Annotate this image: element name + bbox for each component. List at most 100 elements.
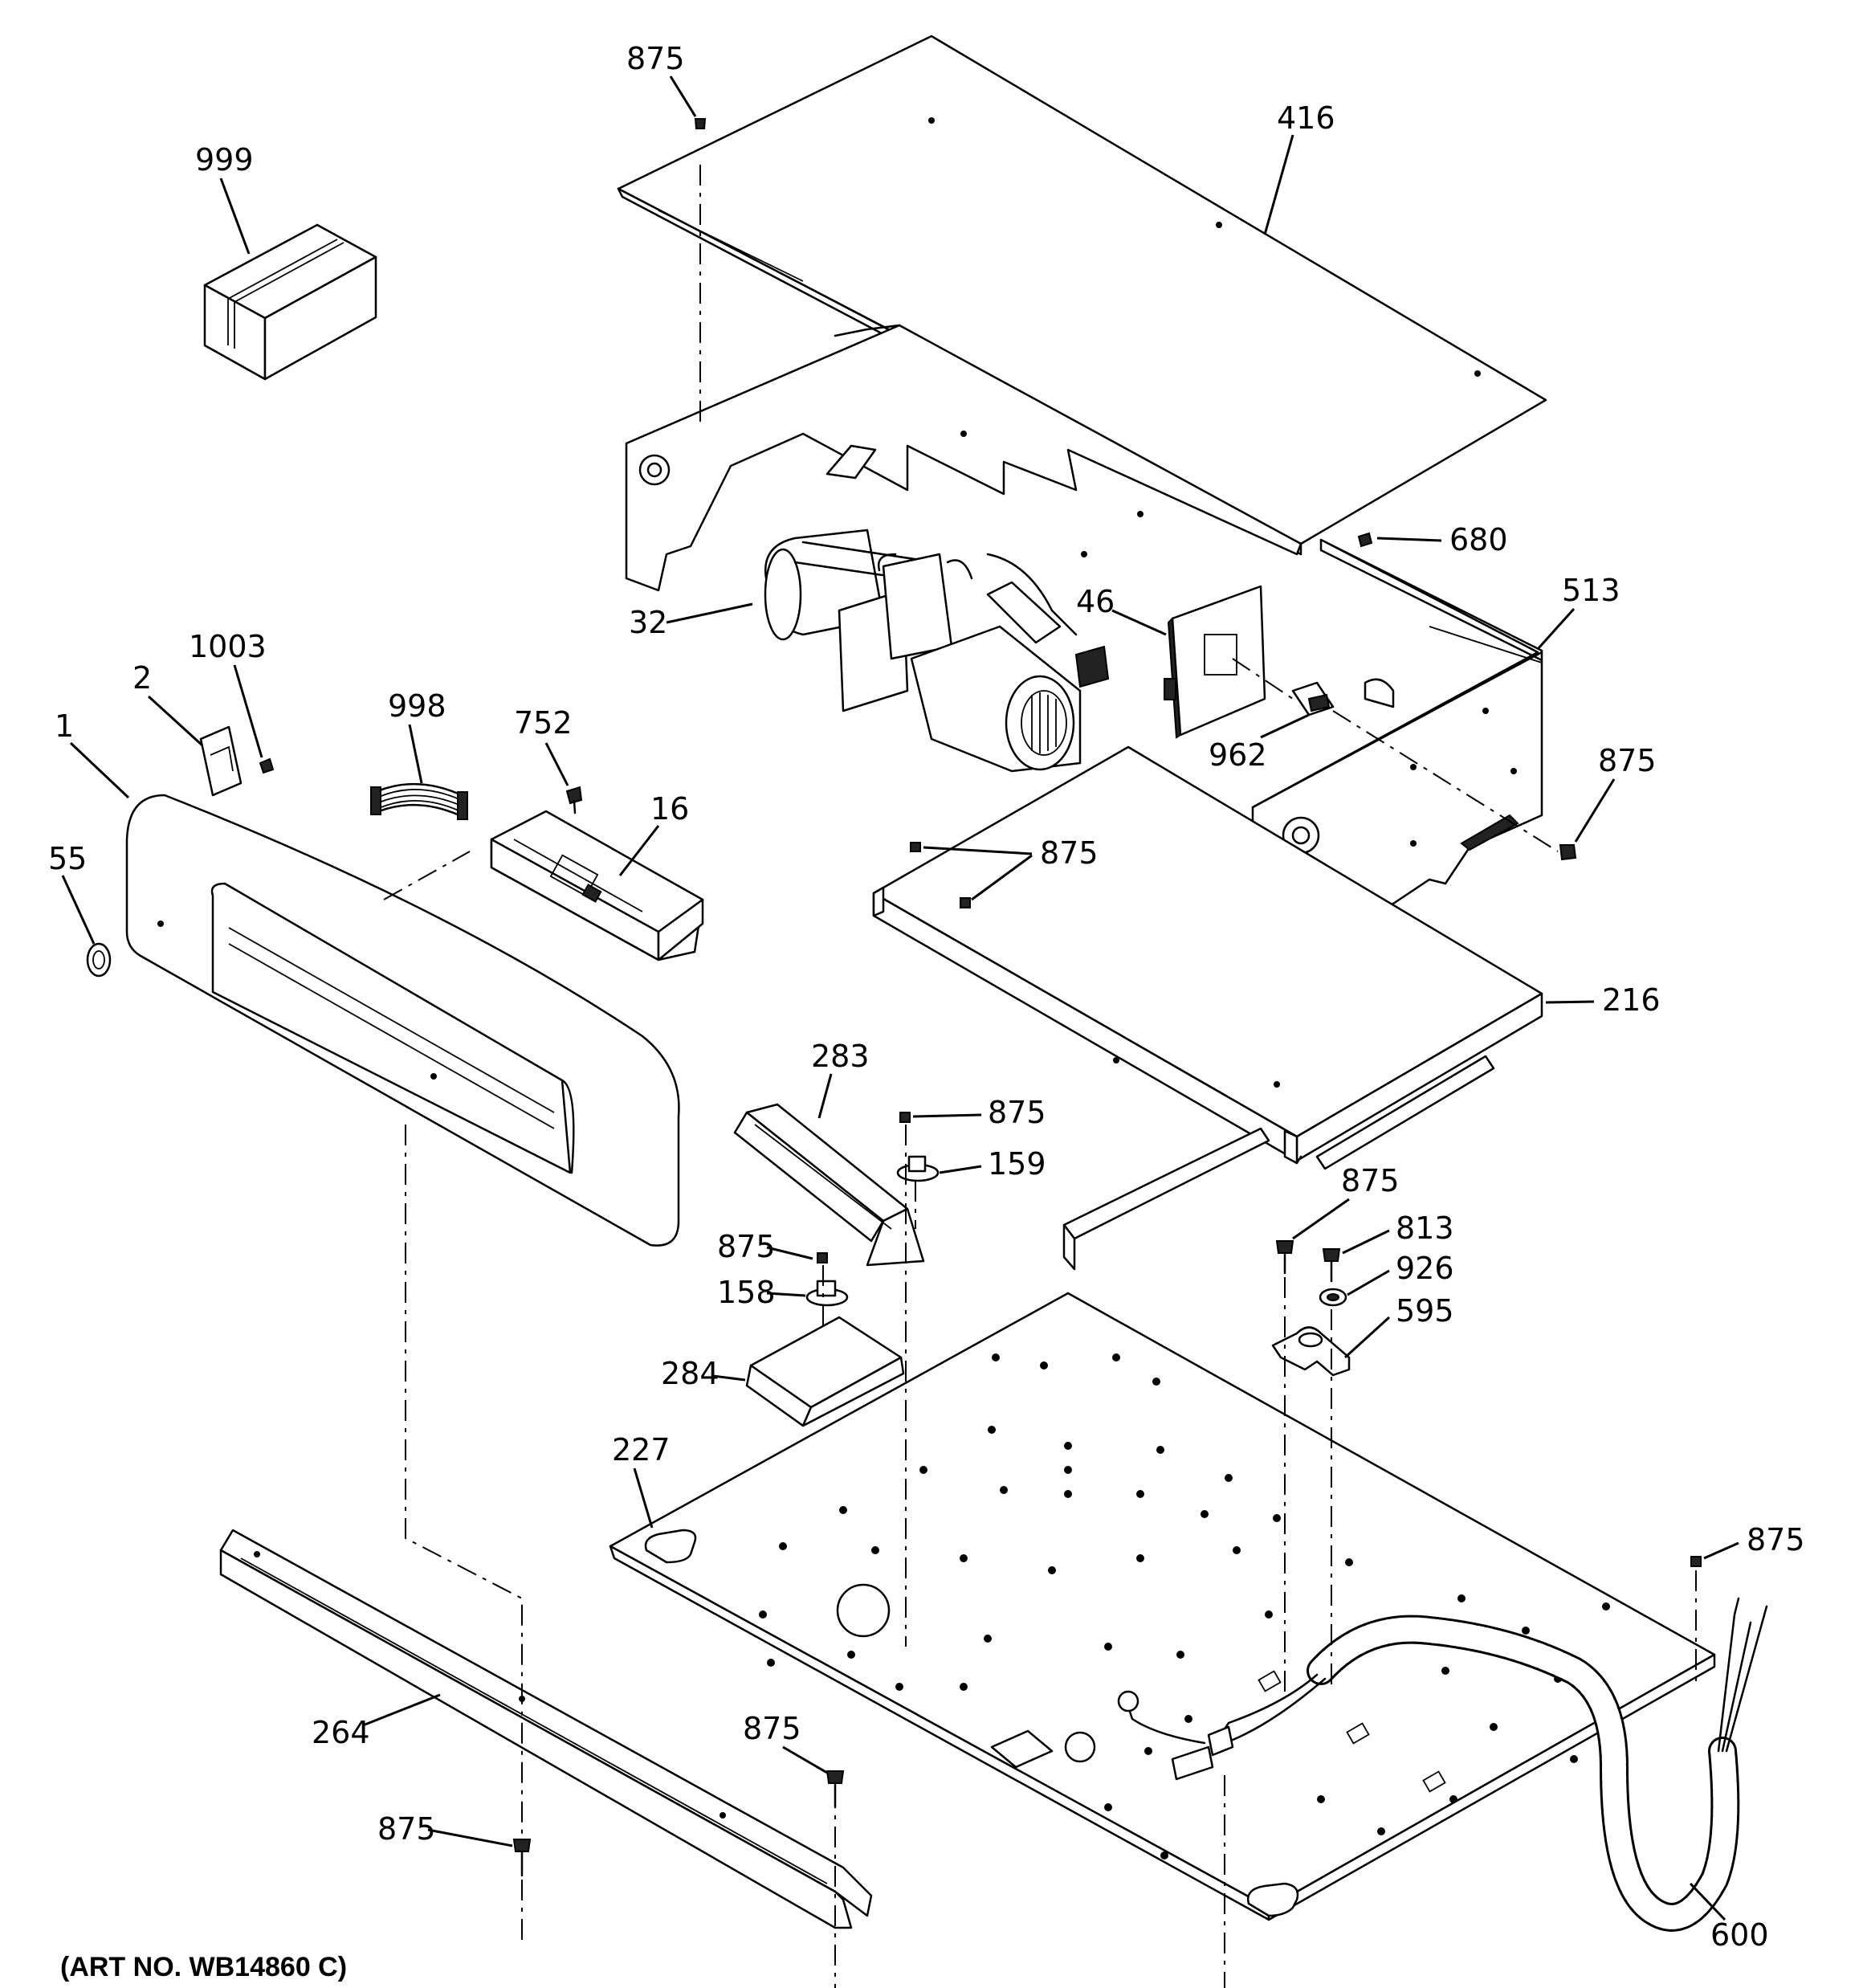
svg-text:158: 158 [717, 1275, 776, 1310]
callout-32: 32 [629, 602, 753, 640]
part-813-screw [1322, 1248, 1341, 1283]
callout-875-e: 875 [1703, 1522, 1805, 1560]
svg-text:999: 999 [195, 142, 254, 178]
svg-text:283: 283 [811, 1039, 870, 1074]
base-plate-holes [759, 1353, 1610, 1859]
callout-875-c: 875 [717, 1229, 813, 1264]
svg-text:416: 416 [1277, 100, 1335, 136]
part-416-top-cover [617, 35, 1547, 556]
part-216-shelf [872, 745, 1543, 1271]
callout-1003: 1003 [189, 629, 267, 758]
callout-680: 680 [1376, 522, 1508, 557]
part-55-grommet [86, 942, 112, 978]
svg-text:55: 55 [48, 841, 87, 876]
art-number-caption: (ART NO. WB14860 C) [60, 1952, 347, 1982]
svg-text:680: 680 [1449, 522, 1508, 557]
part-1-control-panel [125, 794, 680, 1247]
callout-513: 513 [1536, 573, 1620, 651]
svg-text:875: 875 [1341, 1163, 1400, 1198]
svg-text:264: 264 [312, 1715, 370, 1750]
callout-595: 595 [1343, 1293, 1454, 1359]
svg-text:875: 875 [988, 1095, 1046, 1130]
callout-875-b: 875 [912, 1095, 1046, 1130]
part-998-ribbon-cable [370, 782, 468, 820]
callout-1: 1 [55, 708, 130, 799]
svg-text:875: 875 [717, 1229, 776, 1264]
part-264-trim-strip [219, 1529, 873, 1929]
part-416-rear-bracket [625, 324, 1302, 592]
svg-text:875: 875 [626, 41, 685, 76]
part-16-control-board [490, 810, 704, 961]
callout-875-d: 875 [1292, 1163, 1400, 1240]
callout-283: 283 [811, 1039, 870, 1119]
part-595-clamp [1271, 1326, 1351, 1377]
part-283-duct [733, 1103, 925, 1267]
callout-600: 600 [1689, 1882, 1769, 1953]
callout-159: 159 [939, 1146, 1046, 1182]
callout-875-g: 875 [377, 1811, 513, 1847]
callout-999: 999 [195, 142, 254, 255]
callout-216: 216 [1545, 982, 1661, 1018]
callout-264: 264 [312, 1693, 441, 1750]
callout-227: 227 [612, 1432, 671, 1529]
svg-text:159: 159 [988, 1146, 1046, 1182]
svg-text:284: 284 [661, 1356, 720, 1391]
part-752-screw [565, 786, 583, 814]
svg-text:16: 16 [650, 791, 689, 827]
screw-875-mid [910, 842, 971, 908]
assembly-guide-lines [383, 658, 1697, 1988]
svg-text:227: 227 [612, 1432, 671, 1468]
callout-813: 813 [1342, 1210, 1454, 1255]
callout-752: 752 [514, 705, 573, 786]
svg-text:926: 926 [1396, 1251, 1454, 1286]
callout-16: 16 [618, 791, 689, 876]
svg-text:875: 875 [1040, 835, 1099, 871]
part-962-connector [1291, 681, 1335, 716]
svg-text:46: 46 [1076, 584, 1115, 619]
svg-text:216: 216 [1602, 982, 1661, 1018]
svg-text:998: 998 [388, 688, 446, 724]
callout-875-mid: 875 [923, 835, 1099, 901]
svg-text:875: 875 [1747, 1522, 1805, 1557]
svg-text:875: 875 [377, 1811, 436, 1847]
callout-962: 962 [1209, 713, 1310, 773]
part-926-washer [1319, 1288, 1347, 1307]
callout-998: 998 [388, 688, 446, 784]
part-600-power-cord [1117, 1597, 1768, 1932]
callout-284: 284 [661, 1356, 746, 1391]
screw-875-b [899, 1112, 911, 1123]
screw-875-d [1275, 1240, 1294, 1275]
callout-875-right: 875 [1574, 743, 1657, 843]
svg-text:813: 813 [1396, 1210, 1454, 1246]
part-159-thermostat [896, 1155, 940, 1182]
callout-2: 2 [132, 660, 204, 747]
svg-text:1: 1 [55, 708, 74, 744]
part-158-thermostat [805, 1280, 849, 1307]
part-1003-screw [259, 757, 275, 774]
screw-875-top [694, 118, 707, 129]
svg-text:513: 513 [1562, 573, 1620, 608]
part-284-duct [745, 1316, 905, 1427]
part-999-kit-box [203, 223, 377, 381]
svg-text:595: 595 [1396, 1293, 1454, 1329]
svg-text:752: 752 [514, 705, 573, 741]
screw-875-g [512, 1839, 532, 1877]
part-32-blower-motor [764, 529, 1110, 773]
svg-text:1003: 1003 [189, 629, 267, 664]
svg-text:962: 962 [1209, 737, 1267, 773]
callout-55: 55 [48, 841, 96, 945]
callout-158: 158 [717, 1275, 806, 1310]
screw-875-right [1559, 844, 1577, 861]
svg-text:875: 875 [1598, 743, 1657, 778]
screw-875-c [817, 1252, 828, 1263]
callout-875-top: 875 [626, 41, 697, 117]
callout-926: 926 [1347, 1251, 1454, 1296]
part-513-side-bracket [1251, 538, 1543, 949]
callout-46: 46 [1076, 584, 1167, 636]
callout-416: 416 [1263, 100, 1335, 235]
callout-875-f: 875 [743, 1711, 828, 1774]
svg-text:875: 875 [743, 1711, 801, 1746]
svg-text:2: 2 [132, 660, 152, 696]
part-46-circuit-board [1164, 585, 1266, 739]
